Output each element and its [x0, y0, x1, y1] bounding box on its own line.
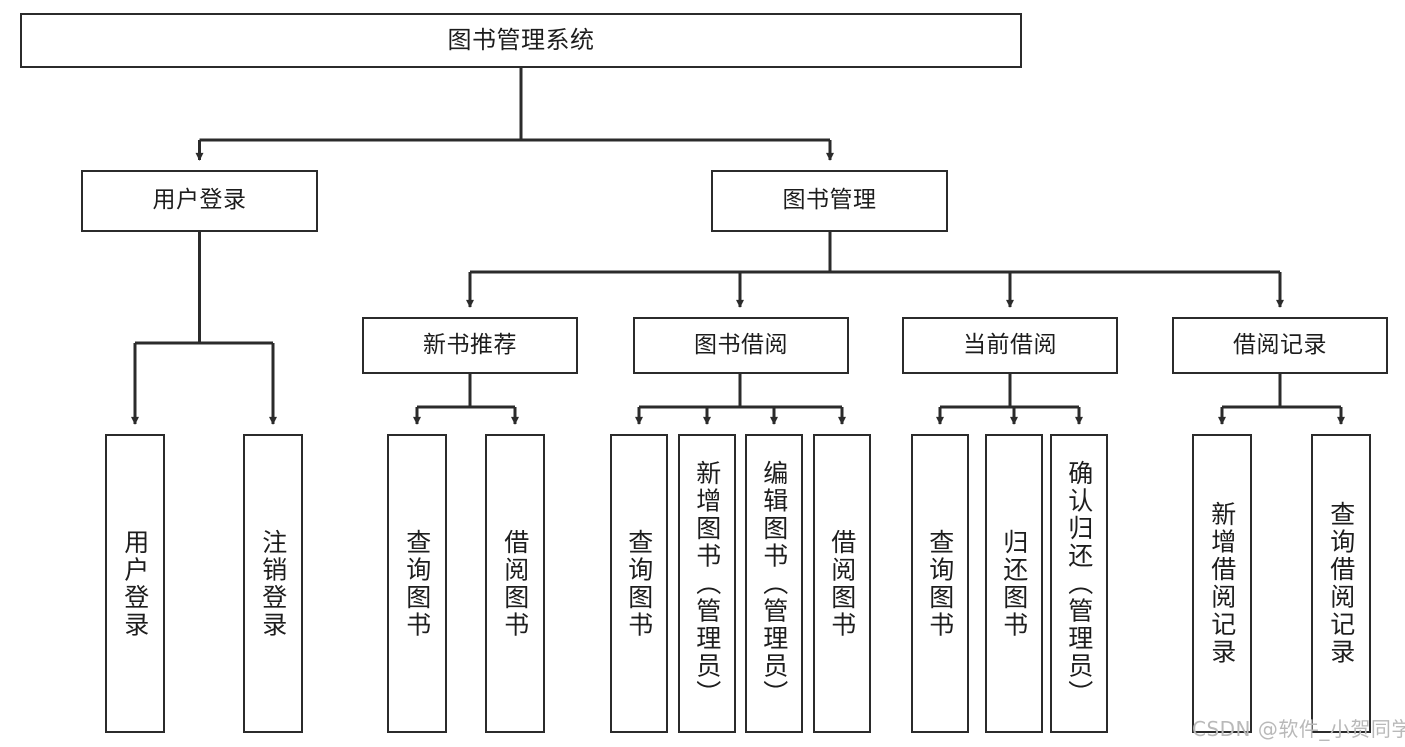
node-leaf-add-record[interactable]: 新增借阅记录: [1192, 434, 1252, 733]
node-leaf-query-book-brw[interactable]: 查询图书: [610, 434, 668, 733]
node-leaf-borrow-book-rec-label: 借阅图书: [500, 528, 530, 639]
node-leaf-edit-book-label: 编辑图书（管理员）: [759, 459, 789, 708]
node-root[interactable]: 图书管理系统: [20, 13, 1022, 68]
node-book-manage-label: 图书管理: [782, 187, 877, 214]
node-leaf-query-record[interactable]: 查询借阅记录: [1311, 434, 1371, 733]
node-leaf-add-book[interactable]: 新增图书（管理员）: [678, 434, 736, 733]
node-leaf-query-book-cur[interactable]: 查询图书: [911, 434, 969, 733]
node-leaf-return-book-label: 归还图书: [999, 528, 1029, 639]
node-current-borrow-label: 当前借阅: [963, 331, 1057, 358]
node-user-login[interactable]: 用户登录: [81, 170, 318, 232]
node-root-label: 图书管理系统: [447, 26, 595, 55]
node-borrow-record-label: 借阅记录: [1233, 331, 1327, 358]
node-book-borrow-label: 图书借阅: [694, 331, 788, 358]
node-leaf-borrow-book-brw[interactable]: 借阅图书: [813, 434, 871, 733]
node-leaf-query-record-label: 查询借阅记录: [1326, 501, 1356, 666]
node-user-login-label: 用户登录: [152, 187, 247, 214]
node-leaf-user-logout-label: 注销登录: [258, 528, 288, 639]
node-leaf-borrow-book-rec[interactable]: 借阅图书: [485, 434, 545, 733]
node-book-borrow[interactable]: 图书借阅: [633, 317, 849, 374]
node-leaf-add-record-label: 新增借阅记录: [1207, 501, 1237, 666]
node-leaf-confirm-return-label: 确认归还（管理员）: [1064, 459, 1094, 708]
csdn-watermark: CSDN @软件_小贺同学: [1192, 717, 1405, 741]
node-new-book-rec[interactable]: 新书推荐: [362, 317, 578, 374]
node-leaf-query-book-rec[interactable]: 查询图书: [387, 434, 447, 733]
node-leaf-borrow-book-brw-label: 借阅图书: [827, 528, 857, 639]
node-leaf-add-book-label: 新增图书（管理员）: [692, 459, 722, 708]
node-leaf-confirm-return[interactable]: 确认归还（管理员）: [1050, 434, 1108, 733]
node-book-manage[interactable]: 图书管理: [711, 170, 948, 232]
node-leaf-return-book[interactable]: 归还图书: [985, 434, 1043, 733]
node-leaf-query-book-cur-label: 查询图书: [925, 528, 955, 639]
node-borrow-record[interactable]: 借阅记录: [1172, 317, 1388, 374]
node-leaf-user-login-label: 用户登录: [120, 528, 150, 639]
node-leaf-user-login[interactable]: 用户登录: [105, 434, 165, 733]
node-current-borrow[interactable]: 当前借阅: [902, 317, 1118, 374]
node-leaf-user-logout[interactable]: 注销登录: [243, 434, 303, 733]
node-leaf-edit-book[interactable]: 编辑图书（管理员）: [745, 434, 803, 733]
node-leaf-query-book-rec-label: 查询图书: [402, 528, 432, 639]
node-new-book-rec-label: 新书推荐: [423, 331, 517, 358]
node-leaf-query-book-brw-label: 查询图书: [624, 528, 654, 639]
